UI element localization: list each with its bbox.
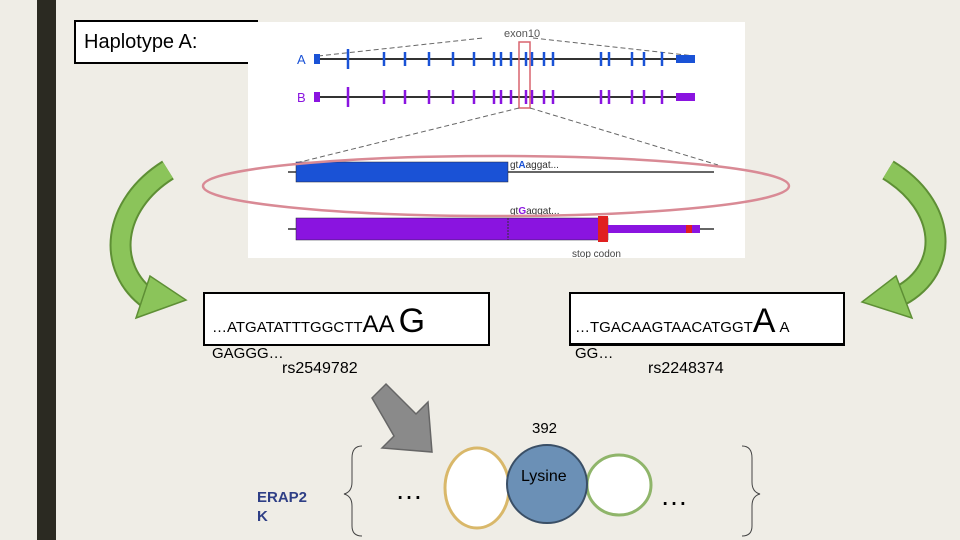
ellipsis-right: … (660, 480, 688, 511)
left-brace (343, 445, 363, 537)
curved-green-arrow-icon (860, 160, 947, 320)
left-sequence-variant: G (398, 302, 426, 340)
haplotype-a-utr3 (676, 55, 695, 63)
left-sequence-box (203, 292, 490, 346)
right-brace (741, 445, 761, 537)
left-residue-circle (443, 446, 511, 530)
right-sequence-continuation: GG… (575, 345, 614, 362)
haplotype-b-utr3 (676, 93, 695, 101)
expanded-a-sequence: gtAaggat... (510, 160, 559, 171)
expanded-b-sequence: gtGaggat... (510, 206, 559, 217)
left-sequence-continuation: GAGGG… (212, 345, 284, 362)
right-sequence-prefix: …TGACAAGTAACATGGT (575, 319, 753, 336)
down-gray-arrow-icon (371, 382, 433, 453)
haplotype-a-exons (346, 49, 664, 69)
right-sequence-variant: A (752, 302, 776, 340)
ellipsis-left: … (395, 474, 423, 505)
left-sequence-aa: AA (362, 311, 395, 338)
haplotype-a-utr5 (314, 54, 320, 64)
residue-position: 392 (532, 420, 558, 437)
right-sequence-box (569, 292, 845, 346)
stop-codon-label: stop codon (572, 249, 621, 258)
zoom-line-top-left (317, 37, 484, 57)
stop-codon-marker (598, 216, 608, 242)
exon10-highlight-box (518, 41, 531, 109)
right-residue-circle (585, 453, 653, 517)
right-sequence-suffix: A (779, 319, 790, 336)
haplotype-b-utr5 (314, 92, 320, 102)
title-box: Haplotype A: (74, 20, 258, 64)
expanded-b-utr (608, 225, 700, 233)
gene-structure-svg: exon10 A B (287, 28, 719, 260)
haplotype-a-label: A (297, 52, 306, 67)
haplotype-b-exons (346, 87, 664, 107)
right-snp-id: rs2248374 (648, 360, 724, 377)
curved-green-arrow-icon (109, 160, 188, 320)
left-snp-id: rs2549782 (282, 360, 358, 377)
haplotype-b-label: B (297, 90, 306, 105)
left-sequence-prefix: …ATGATATTTGGCTT (212, 319, 363, 336)
gene-name-line2: K (257, 508, 268, 525)
expanded-b-exon (295, 217, 609, 241)
expanded-a-exon (295, 161, 509, 183)
slide-title: Haplotype A: (84, 31, 198, 53)
gene-structure-figure: exon10 A B (248, 22, 745, 260)
zoom-line-top-right (532, 37, 696, 57)
zoom-line-bottom-right (529, 107, 719, 166)
exon10-label: exon10 (504, 28, 540, 40)
expanded-b-red-mark (686, 225, 692, 233)
zoom-line-bottom-left (287, 107, 520, 166)
lysine-label: Lysine (521, 468, 567, 485)
gene-name-line1: ERAP2 (257, 489, 308, 506)
slide-accent-bar (37, 0, 56, 540)
